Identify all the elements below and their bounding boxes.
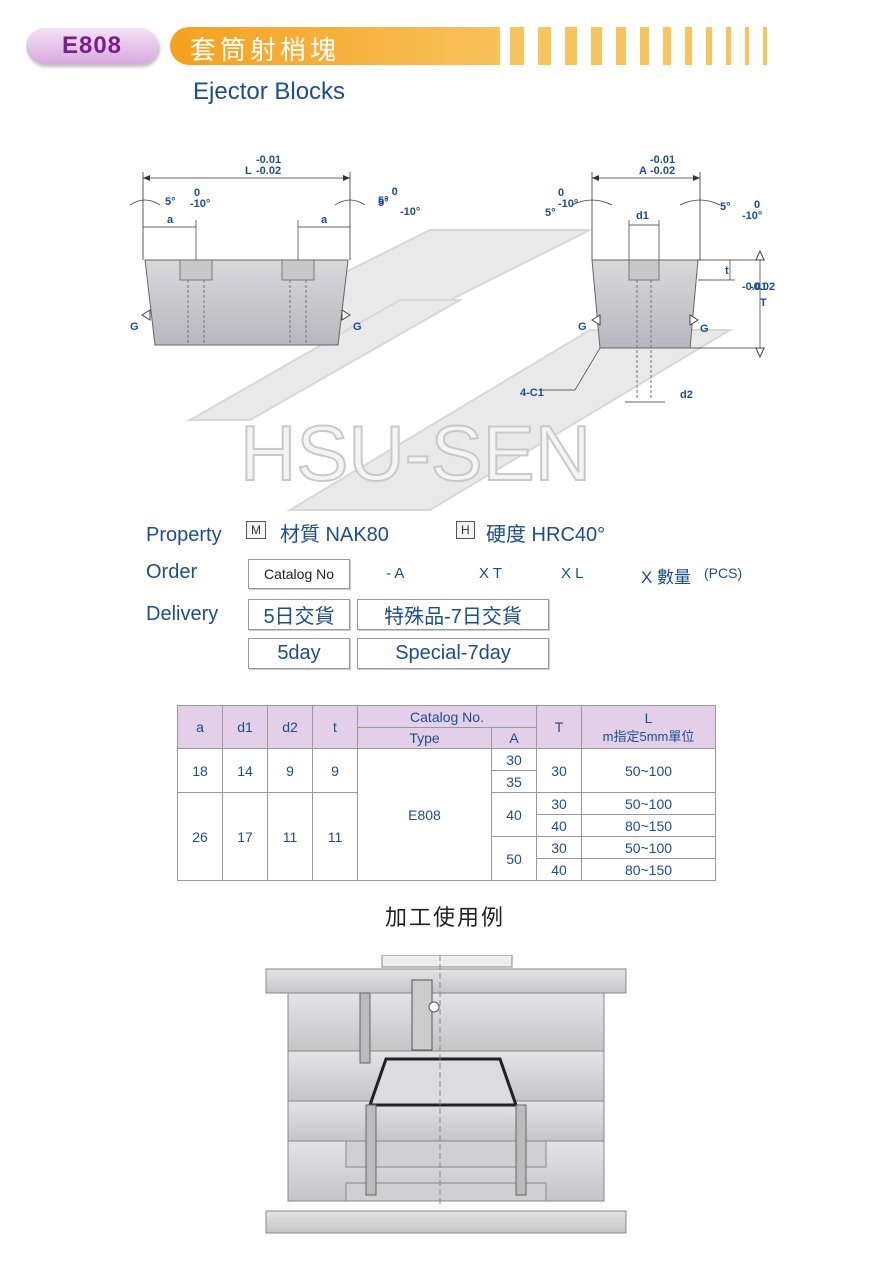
subtitle-english: Ejector Blocks	[193, 78, 346, 105]
L-50-100: 50~100	[581, 748, 716, 793]
th-d1: d1	[222, 705, 268, 749]
r4-L: 80~150	[581, 814, 716, 837]
spec-table: a d1 d2 t Catalog No. T L m指定5mm單位 Type …	[177, 705, 716, 881]
dim-t: t	[725, 265, 729, 277]
dim-T-tol-bottom: -0.02	[750, 281, 775, 293]
property-label: Property	[146, 524, 222, 546]
angle-left: 5°	[165, 196, 176, 208]
g2-d2: 11	[267, 792, 313, 881]
title-chinese: 套筒射梢塊	[190, 36, 341, 66]
watermark-logo: HSU-SEN	[186, 229, 734, 511]
th-a: a	[177, 705, 223, 749]
hardness-box-letter: H	[456, 521, 475, 539]
dim-d1: d1	[636, 210, 649, 222]
angle-right-tol-top: 0	[754, 199, 760, 211]
dim-L-tol-bottom: -0.02	[256, 165, 281, 177]
angle-right-tol-bottom: -10°	[400, 206, 421, 218]
type-cell: E808	[357, 748, 492, 881]
order-t: X T	[479, 565, 503, 582]
order-qty: X 數量	[641, 568, 692, 587]
r5-L: 50~100	[581, 836, 716, 859]
g1-t: 9	[312, 748, 358, 793]
angle-left-tol-top: 0	[194, 187, 200, 199]
delivery-special-en: Special-7day	[357, 638, 549, 669]
th-T: T	[536, 705, 582, 749]
material-box-letter: M	[246, 521, 266, 539]
r6-T: 40	[536, 858, 582, 881]
th-t: t	[312, 705, 358, 749]
angle-left-tol-bottom: -10°	[190, 198, 210, 210]
order-pcs: (PCS)	[704, 565, 743, 581]
dim-T-label: T	[760, 297, 767, 309]
product-code-badge: E808	[26, 28, 158, 64]
g2-d1: 17	[222, 792, 268, 881]
g-mark-left: G	[130, 321, 139, 333]
A-30: 30	[491, 748, 537, 771]
material-box: M	[246, 521, 266, 539]
dim-T-tol-top: -0.01	[742, 281, 767, 293]
r6-L: 80~150	[581, 858, 716, 881]
dim-A-label: A	[639, 165, 647, 177]
th-A: A	[491, 727, 537, 749]
dim-A-tol-top: -0.01	[650, 154, 675, 166]
dim-d2: d2	[680, 389, 693, 401]
order-l: X L	[561, 565, 584, 582]
angle-right-tol-bottom: -10°	[742, 210, 762, 222]
hardness-value: 硬度 HRC40°	[486, 524, 606, 546]
ejector-block-side-drawing: -0.01 A -0.02 5° 0 -10° 5° 0 -10° d1 t T…	[520, 154, 775, 403]
g2-t: 11	[312, 792, 358, 881]
dim-L-tol-top: -0.01	[256, 154, 281, 166]
angle-right-label-group: 5° 0 -10°	[378, 187, 421, 218]
ejector-block-front-drawing: -0.01 L -0.02 5° 0 -10° 5° a a G G	[129, 154, 389, 346]
dim-A-tol-bottom: -0.02	[650, 165, 675, 177]
r4-T: 40	[536, 814, 582, 837]
dim-L-label: L	[245, 165, 252, 177]
g2-a: 26	[177, 792, 223, 881]
g-mark-right: G	[700, 323, 709, 335]
watermark-text: HSU-SEN	[240, 409, 591, 497]
delivery-std-en: 5day	[248, 638, 350, 669]
A-40: 40	[491, 792, 537, 837]
title-bar	[170, 27, 500, 65]
th-d2: d2	[267, 705, 313, 749]
angle-right-label: 5°	[378, 195, 389, 207]
A-35: 35	[491, 770, 537, 793]
r3-T: 30	[536, 792, 582, 815]
angle-right-tol-top: 0	[391, 186, 398, 198]
delivery-std-zh: 5日交貨	[248, 599, 350, 630]
r3-L: 50~100	[581, 792, 716, 815]
dim-a-right: a	[321, 214, 328, 226]
order-label: Order	[146, 561, 198, 583]
angle-right: 5°	[720, 201, 731, 213]
delivery-label: Delivery	[146, 603, 219, 625]
delivery-special-zh: 特殊品-7日交貨	[357, 599, 549, 630]
r5-T: 30	[536, 836, 582, 859]
angle-left-tol-bottom: -10°	[558, 198, 578, 210]
angle-left: 5°	[545, 207, 556, 219]
angle-right: 5°	[378, 197, 389, 209]
g1-a: 18	[177, 748, 223, 793]
angle-left-tol-top: 0	[558, 187, 564, 199]
order-a: - A	[386, 565, 405, 582]
th-L: L m指定5mm單位	[581, 705, 716, 749]
g1-d2: 9	[267, 748, 313, 793]
g-mark-left: G	[578, 321, 587, 333]
dim-a-left: a	[167, 214, 174, 226]
mold-usage-illustration	[265, 955, 627, 1234]
catalog-no-box: Catalog No	[248, 559, 350, 589]
th-type: Type	[357, 727, 492, 749]
th-L-note: m指定5mm單位	[602, 728, 695, 744]
th-L-label: L	[644, 709, 653, 726]
header-stripes	[510, 27, 870, 65]
usage-title: 加工使用例	[385, 906, 506, 931]
g1-d1: 14	[222, 748, 268, 793]
th-catalog: Catalog No.	[357, 705, 537, 728]
hardness-box: H	[456, 521, 475, 539]
product-code: E808	[61, 32, 123, 59]
T-30: 30	[536, 748, 582, 793]
material-value: 材質 NAK80	[280, 524, 389, 546]
g-mark-right: G	[353, 321, 362, 333]
A-50: 50	[491, 836, 537, 881]
chamfer-label: 4-C1	[520, 387, 544, 399]
